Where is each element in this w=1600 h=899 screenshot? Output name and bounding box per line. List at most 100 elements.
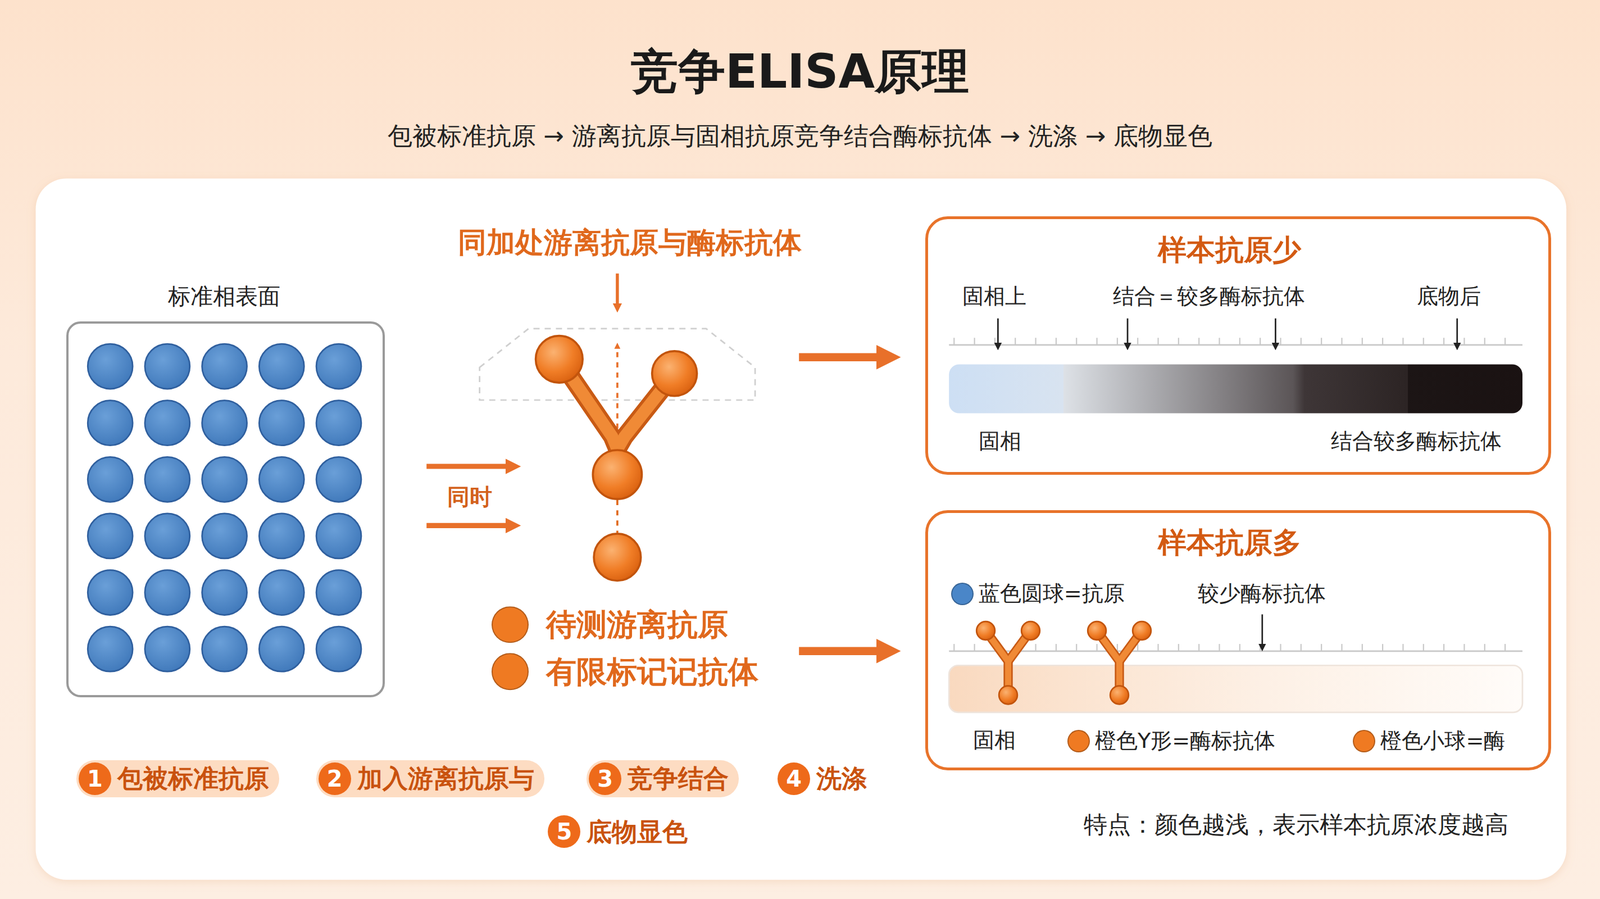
- ruler-tick: [1116, 337, 1118, 345]
- ruler-tick: [1137, 643, 1139, 652]
- step-label: 加入游离抗原与: [357, 761, 535, 796]
- subtitle-flow: 包被标准抗原 → 游离抗原与固相抗原竞争结合酶标抗体 → 洗涤 → 底物显色: [387, 121, 1213, 150]
- legend-item: 橙色Y形=酶标抗体: [1067, 728, 1276, 754]
- ruler-tick: [1504, 337, 1506, 345]
- antibody-arm: [1097, 630, 1120, 694]
- ruler-tick: [1463, 337, 1465, 345]
- ruler-tick: [1382, 337, 1384, 345]
- ruler-line: [948, 650, 1523, 652]
- step-note: 同加处游离抗原与酶标抗体: [457, 226, 802, 259]
- box-heading: 样本抗原少: [1157, 233, 1302, 266]
- ruler-tick: [1075, 337, 1077, 345]
- ruler-tick: [1443, 643, 1445, 652]
- antigen-well: [316, 570, 362, 616]
- legend-text: 橙色Y形=酶标抗体: [1094, 728, 1276, 754]
- feature-note: 特点：颜色越浅，表示样本抗原浓度越高: [1083, 811, 1509, 839]
- step-number: 3: [588, 762, 622, 795]
- antigen-well: [202, 456, 248, 502]
- antigen-well: [258, 456, 304, 502]
- ruler-tick: [1259, 643, 1261, 652]
- legend-swatch: [491, 652, 529, 690]
- box-text: 结合较多酶标抗体: [1330, 429, 1502, 454]
- enzyme-ball: [592, 450, 642, 499]
- legend-swatch: [1352, 729, 1376, 753]
- antigen-well: [316, 343, 362, 389]
- enzyme-ball: [976, 621, 995, 640]
- enzyme-ball: [535, 335, 584, 384]
- ruler-tick: [1096, 643, 1098, 652]
- step-label: 底物显色: [586, 814, 688, 849]
- legend-swatch: [951, 582, 974, 606]
- enzyme-ball: [1087, 621, 1107, 640]
- ruler-tick: [953, 337, 955, 345]
- legend-text: 有限标记记抗体: [546, 653, 759, 690]
- box-heading: 标准相表面: [167, 283, 281, 310]
- plate-surface: 标准相表面: [66, 321, 385, 697]
- arrow-line: [1126, 318, 1129, 345]
- box-text: 底物后: [1416, 284, 1481, 309]
- antigen-well: [316, 513, 362, 559]
- enzyme-ball: [1021, 621, 1040, 640]
- ruler-tick: [1279, 337, 1281, 345]
- step-number: 5: [547, 815, 581, 848]
- antigen-well: [202, 513, 248, 559]
- ruler-tick: [1279, 643, 1281, 652]
- antigen-well: [258, 626, 304, 672]
- ruler-tick: [1504, 643, 1506, 652]
- enzyme-ball: [593, 533, 642, 581]
- ruler-tick: [1137, 337, 1139, 345]
- box-text: 固相: [978, 429, 1022, 454]
- legend-item: 橙色小球=酶: [1352, 728, 1506, 754]
- legend-item: 蓝色圆球=抗原: [951, 581, 1125, 607]
- box-text: 固相: [973, 728, 1016, 753]
- enzyme-ball: [652, 351, 698, 397]
- antigen-well: [258, 400, 304, 446]
- ruler-tick: [1463, 643, 1465, 652]
- antigen-well: [316, 456, 362, 502]
- color-bar: [948, 364, 1523, 413]
- legend-item: 有限标记记抗体: [491, 652, 758, 690]
- ruler-tick: [974, 643, 976, 652]
- legend-swatch: [1067, 729, 1090, 753]
- legend-swatch: [491, 606, 529, 643]
- step-label: 洗涤: [816, 761, 867, 796]
- ruler-tick: [1178, 337, 1180, 345]
- enzyme-ball: [1110, 685, 1129, 705]
- color-bar: [948, 665, 1523, 713]
- step-item: 4洗涤: [775, 760, 877, 797]
- step-number: 2: [318, 762, 352, 795]
- legend-text: 蓝色圆球=抗原: [978, 581, 1125, 607]
- antigen-well: [87, 513, 133, 559]
- antigen-well: [258, 513, 304, 559]
- antigen-well: [202, 343, 248, 389]
- ruler-line: [948, 344, 1523, 347]
- legend-text: 橙色小球=酶: [1380, 728, 1506, 754]
- step-pill: 1包被标准抗原: [76, 760, 280, 797]
- arrow-label: 同时: [447, 484, 493, 511]
- antigen-well: [87, 570, 133, 616]
- step-pill: 2加入游离抗原与: [316, 760, 545, 797]
- ruler-tick: [1096, 337, 1098, 345]
- ruler-tick: [1361, 643, 1363, 652]
- step-pill: 3竞争结合: [586, 760, 739, 797]
- step-number: 4: [777, 762, 811, 795]
- ruler-tick: [1320, 337, 1322, 345]
- antigen-well: [144, 343, 190, 389]
- ruler-tick: [1116, 643, 1118, 652]
- ruler-tick: [1300, 643, 1302, 652]
- ruler-tick: [1239, 337, 1241, 345]
- ruler-tick: [1198, 337, 1200, 345]
- arrow-line: [426, 523, 511, 529]
- antigen-well: [316, 400, 362, 446]
- ruler-tick: [1178, 643, 1180, 652]
- arrow-line: [798, 647, 884, 656]
- arrow-line: [1261, 614, 1263, 646]
- antigen-well: [202, 570, 248, 616]
- step-number: 1: [78, 762, 112, 795]
- box-text: 固相上: [962, 284, 1027, 309]
- ruler-tick: [1320, 643, 1322, 652]
- ruler-tick: [1034, 337, 1036, 345]
- ruler-tick: [953, 643, 955, 652]
- antigen-well: [144, 570, 190, 616]
